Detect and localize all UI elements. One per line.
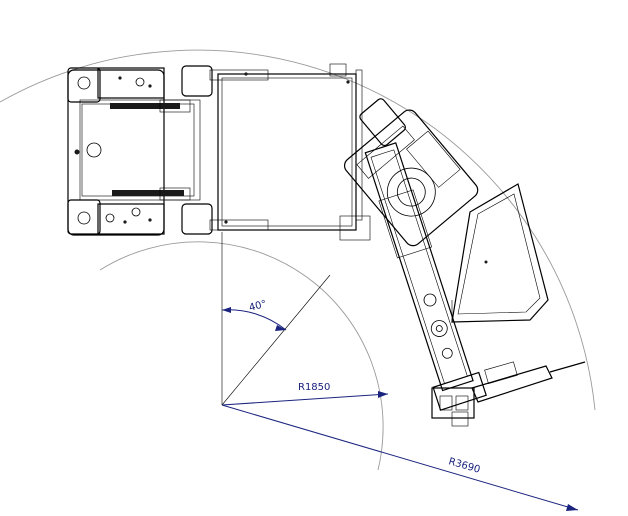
angle-label: 40° (248, 299, 268, 314)
inner-reach-arc (99, 241, 384, 471)
dimension-lines (221, 307, 579, 511)
inner-radius-label: R1850 (298, 382, 330, 393)
end-effector (431, 361, 586, 427)
shoulder-joint (343, 98, 479, 247)
bucket-bin (451, 183, 549, 323)
r1850-dimension-line (221, 393, 389, 406)
reference-lines (221, 232, 331, 406)
arm-boom (364, 142, 487, 411)
vehicle-chassis (67, 65, 269, 236)
turret-body (217, 63, 371, 241)
outer-reach-arc (0, 49, 596, 411)
reach-arcs (0, 49, 596, 471)
r3690-dimension-line (221, 404, 579, 511)
